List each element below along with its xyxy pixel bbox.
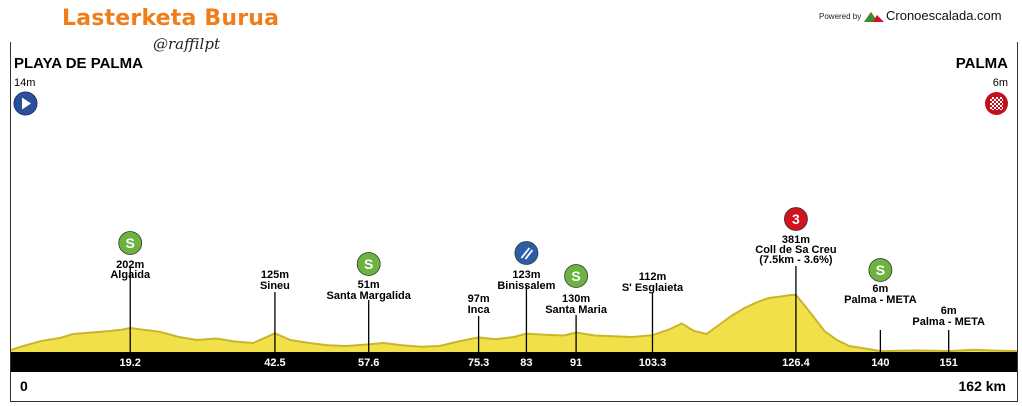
- finish-city-name: PALMA: [955, 55, 1008, 72]
- axis-start-label: 0: [20, 378, 28, 394]
- km-tick-label: 91: [570, 357, 582, 369]
- axis-end-label: 162 km: [958, 378, 1006, 394]
- km-tick-label: 75.3: [468, 357, 489, 369]
- marker-name: Santa Margalida: [327, 290, 412, 302]
- profile-frame: [10, 42, 1018, 402]
- marker-elevation: 112m: [639, 271, 667, 283]
- marker-elevation: 381m: [782, 234, 810, 246]
- play-icon: [13, 91, 38, 121]
- marker-name: Santa Maria: [545, 304, 608, 316]
- marker-elevation: 51m: [358, 279, 380, 291]
- badge-label: S: [571, 268, 580, 284]
- distance-bar: [11, 352, 1017, 372]
- feed-stripe: [524, 249, 534, 260]
- marker-name: Coll de Sa Creu: [755, 244, 836, 256]
- marker-name: Binissalem: [497, 280, 555, 292]
- marker-elevation: 6m: [872, 283, 888, 295]
- sprint-badge-icon: [564, 264, 588, 288]
- brand-name: Cronoescalada.com: [886, 8, 1002, 23]
- marker-name: Sineu: [260, 280, 290, 292]
- marker-name: Palma - META: [844, 294, 917, 306]
- marker-name: Inca: [468, 304, 491, 316]
- sprint-badge-icon: [356, 252, 381, 276]
- badge-label: S: [126, 235, 135, 251]
- checkered-flag-icon: [984, 91, 1009, 121]
- start-city-name: PLAYA DE PALMA: [14, 55, 143, 72]
- powered-by-label: Powered by: [819, 12, 862, 21]
- stage-title: Lasterketa Burua: [62, 6, 280, 31]
- author-handle: @raffilpt: [153, 35, 220, 53]
- km-tick-label: 57.6: [358, 357, 379, 369]
- sprint-badge-icon: [868, 258, 893, 282]
- km-tick-label: 140: [871, 357, 889, 369]
- profile-area: [11, 294, 1017, 352]
- marker-elevation: 202m: [116, 259, 144, 271]
- badge-label: 3: [792, 211, 800, 227]
- marker-name: S' Esglaieta: [622, 282, 684, 294]
- marker-elevation: 97m: [468, 293, 490, 305]
- sprint-badge-icon: [118, 231, 143, 255]
- km-tick-label: 19.2: [120, 357, 141, 369]
- marker-elevation: 123m: [512, 269, 540, 281]
- marker-name: Palma - META: [912, 316, 985, 328]
- mountain-logo-icon: [864, 11, 884, 22]
- marker-elevation: 130m: [562, 293, 590, 305]
- km-tick-label: 126.4: [782, 357, 810, 369]
- km-tick-label: 103.3: [639, 357, 667, 369]
- marker-name: Algaida: [110, 269, 151, 281]
- start-elevation: 14m: [14, 77, 36, 89]
- km-tick-label: 83: [520, 357, 532, 369]
- badge-label: S: [364, 256, 373, 272]
- km-tick-label: 151: [940, 357, 958, 369]
- marker-elevation: 125m: [261, 269, 289, 281]
- marker-elevation: 6m: [941, 305, 957, 317]
- finish-elevation: 6m: [992, 77, 1008, 89]
- feed-stripe: [520, 247, 531, 259]
- marker-extra: (7.5km - 3.6%): [759, 254, 833, 266]
- brand-link[interactable]: Cronoescalada.com: [864, 8, 1002, 23]
- profile-ridge: [10, 293, 1018, 353]
- badge-label: S: [876, 262, 885, 278]
- km-tick-label: 42.5: [264, 357, 285, 369]
- climb-category-badge-icon: [784, 207, 808, 231]
